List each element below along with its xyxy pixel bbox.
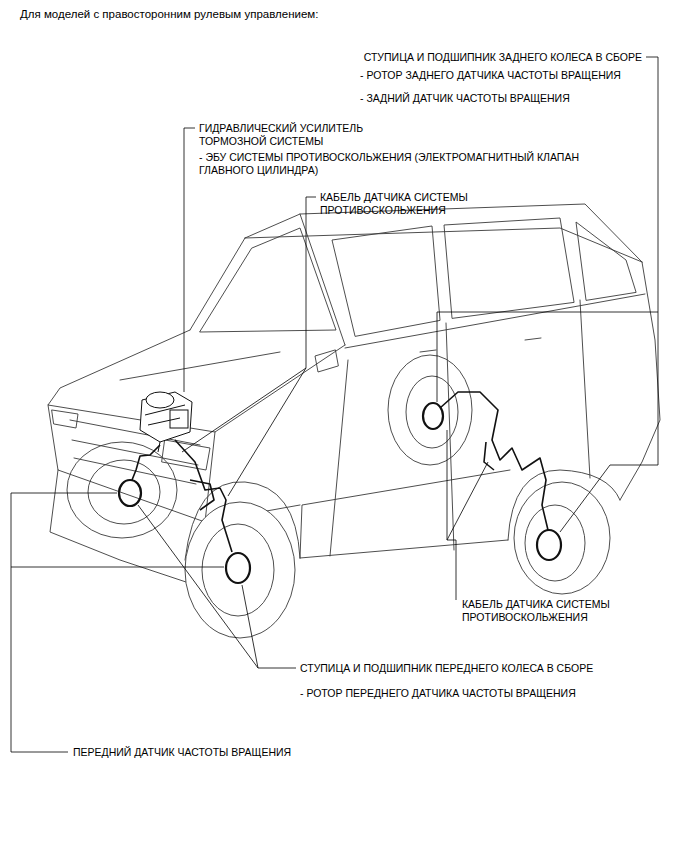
front-harness (190, 480, 214, 510)
near-rear-wheel-inner (525, 505, 585, 581)
mirror (315, 350, 338, 372)
side-window (332, 226, 440, 336)
part-label: - РОТОР ЗАДНЕГО ДАТЧИКА ЧАСТОТЫ ВРАЩЕНИЯ (360, 69, 621, 82)
sensor-rotor (226, 553, 250, 583)
booster-reservoir (146, 392, 174, 408)
leader-line (11, 493, 224, 752)
part-label: СТУПИЦА И ПОДШИПНИК ПЕРЕДНЕГО КОЛЕСА В С… (300, 662, 593, 675)
part-label: - ЗАДНИЙ ДАТЧИК ЧАСТОТЫ ВРАЩЕНИЯ (360, 92, 570, 105)
page-title: Для моделей с правосторонним рулевым упр… (20, 7, 318, 21)
rear-end (620, 262, 660, 500)
part-label: - ЭБУ СИСТЕМЫ ПРОТИВОСКОЛЬЖЕНИЯ (ЭЛЕКТРО… (199, 151, 599, 177)
sensor-rotor (423, 403, 443, 429)
car-body (48, 204, 660, 582)
bumper (50, 470, 205, 582)
booster-body (140, 392, 192, 442)
rear-sensor-wire (440, 392, 548, 530)
front-sensor-wire (132, 445, 160, 480)
quarter-window (576, 222, 636, 300)
sensor-rotor (537, 530, 561, 560)
near-front-wheel (185, 502, 295, 638)
rear-harness (484, 442, 494, 470)
side-window (444, 218, 574, 318)
windshield (190, 214, 345, 345)
part-label: КАБЕЛЬ ДАТЧИКА СИСТЕМЫ ПРОТИВОСКОЛЬЖЕНИЯ (462, 598, 642, 624)
sensor-wires (132, 392, 548, 552)
booster-pump (170, 410, 188, 428)
side-beltline (345, 294, 645, 348)
leader-line (560, 57, 658, 532)
part-label: ПЕРЕДНИЙ ДАТЧИК ЧАСТОТЫ ВРАЩЕНИЯ (73, 746, 291, 759)
near-rear-wheel (514, 482, 610, 594)
sensor-rotor (119, 480, 141, 506)
hood (48, 330, 345, 432)
leader-line (138, 505, 296, 668)
wheels (67, 355, 610, 638)
part-label: СТУПИЦА И ПОДШИПНИК ЗАДНЕГО КОЛЕСА В СБО… (364, 51, 642, 64)
part-label: ГИДРАВЛИЧЕСКИЙ УСИЛИТЕЛЬ ТОРМОЗНОЙ СИСТЕ… (199, 122, 404, 148)
far-rear-wheel-inner (406, 376, 458, 448)
leader-line (184, 128, 195, 392)
leader-line (182, 197, 316, 496)
far-front-wheel-inner (88, 460, 160, 524)
part-label: КАБЕЛЬ ДАТЧИКА СИСТЕМЫ ПРОТИВОСКОЛЬЖЕНИЯ (320, 191, 500, 217)
roof-far-edge (245, 228, 642, 262)
leader-line (447, 430, 488, 600)
door-handle (420, 338, 541, 352)
far-rear-wheel (388, 355, 472, 465)
part-label: - РОТОР ПЕРЕДНЕГО ДАТЧИКА ЧАСТОТЫ ВРАЩЕН… (300, 687, 576, 700)
leader-line (437, 312, 658, 402)
brake-booster (140, 392, 192, 452)
leader-lines (11, 57, 658, 752)
far-front-wheel (67, 442, 177, 538)
near-front-wheel-inner (202, 524, 274, 616)
front-sensor-wire (175, 440, 232, 552)
